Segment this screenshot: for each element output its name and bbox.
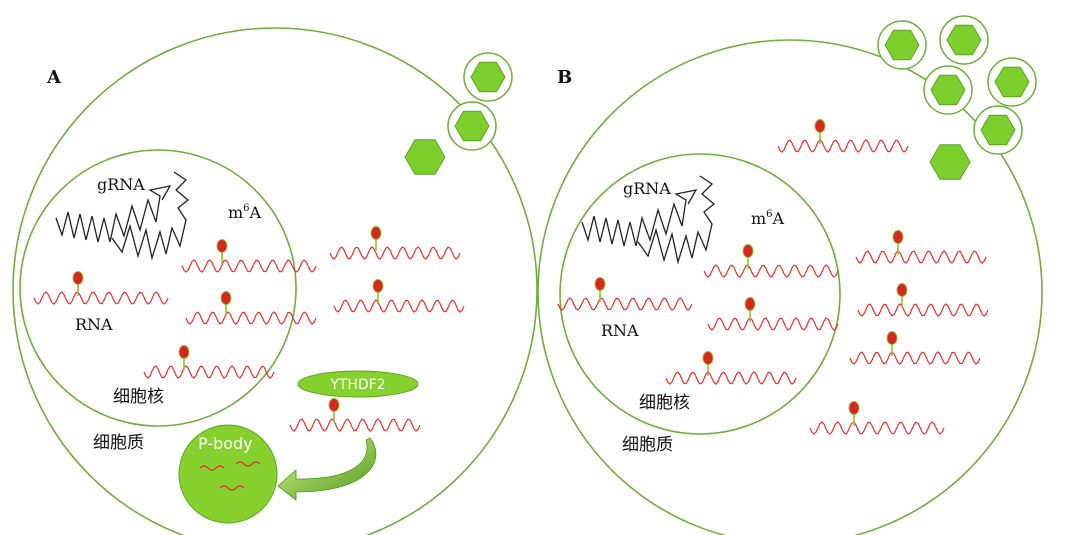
rna-label-b: RNA: [601, 321, 639, 340]
panel-a-letter: A: [46, 67, 62, 88]
m6a-rna-strand: [557, 277, 693, 311]
cytoplasm-label-a: 细胞质: [93, 433, 144, 453]
enveloped-virus-icon: [987, 57, 1037, 107]
m6a-label-a: m6A: [228, 203, 262, 222]
nucleus-membrane-b: [559, 153, 841, 435]
m6a-rna-strand: [181, 239, 317, 273]
cell-membrane-b: [537, 39, 1043, 535]
m6a-rna-strand: [777, 119, 909, 153]
cell-membrane-a: [12, 27, 538, 535]
enveloped-virus-icon: [923, 65, 973, 115]
nucleus-membrane-a: [19, 149, 297, 427]
p-body: P-body: [178, 424, 278, 524]
panel-a: A gRNA m6A RNA 细胞核 细胞质 YTHDF2: [12, 27, 538, 535]
panel-b: B gRNA m6A RNA 细胞核 细胞质: [537, 15, 1043, 535]
ythdf2-protein: YTHDF2: [297, 370, 419, 398]
m6a-rna-strand: [857, 283, 989, 317]
enveloped-virus-icon: [463, 52, 513, 102]
m6a-rna-strand: [329, 226, 461, 260]
m6a-rna-strand: [703, 244, 839, 278]
m6a-rna-strand: [289, 398, 421, 432]
m6a-rna-strand: [855, 230, 987, 264]
m6a-rna-strand: [333, 279, 465, 313]
m6a-rna-strand: [185, 291, 317, 325]
enveloped-virus-icon: [447, 101, 497, 151]
m6a-rna-strand: [665, 351, 797, 385]
grna-label-a: gRNA: [97, 175, 145, 194]
grna-strand-b: [581, 175, 716, 265]
svg-text:YTHDF2: YTHDF2: [329, 377, 385, 393]
svg-text:P-body: P-body: [198, 434, 253, 453]
m6a-rna-strand: [33, 271, 169, 305]
panel-b-letter: B: [557, 67, 572, 88]
rna-label-a: RNA: [75, 315, 113, 334]
enveloped-virus-icon: [877, 20, 927, 70]
enveloped-virus-icon: [973, 105, 1023, 155]
m6a-label-b: m6A: [751, 209, 785, 228]
m6a-rna-strand: [809, 401, 945, 435]
enveloped-virus-icon: [939, 15, 989, 65]
degradation-arrow: [277, 437, 377, 501]
m6a-rna-strand: [143, 345, 275, 379]
nucleus-label-a: 细胞核: [113, 387, 164, 407]
grna-label-b: gRNA: [623, 179, 671, 198]
cytoplasm-label-b: 细胞质: [622, 435, 673, 455]
hexagon-virus-icon: [404, 139, 446, 175]
m6a-rna-strand: [849, 331, 981, 365]
m6a-rna-strand: [707, 297, 839, 331]
grna-strand-a: [55, 171, 190, 261]
nucleus-label-b: 细胞核: [639, 393, 690, 413]
hexagon-virus-icon: [929, 144, 971, 180]
